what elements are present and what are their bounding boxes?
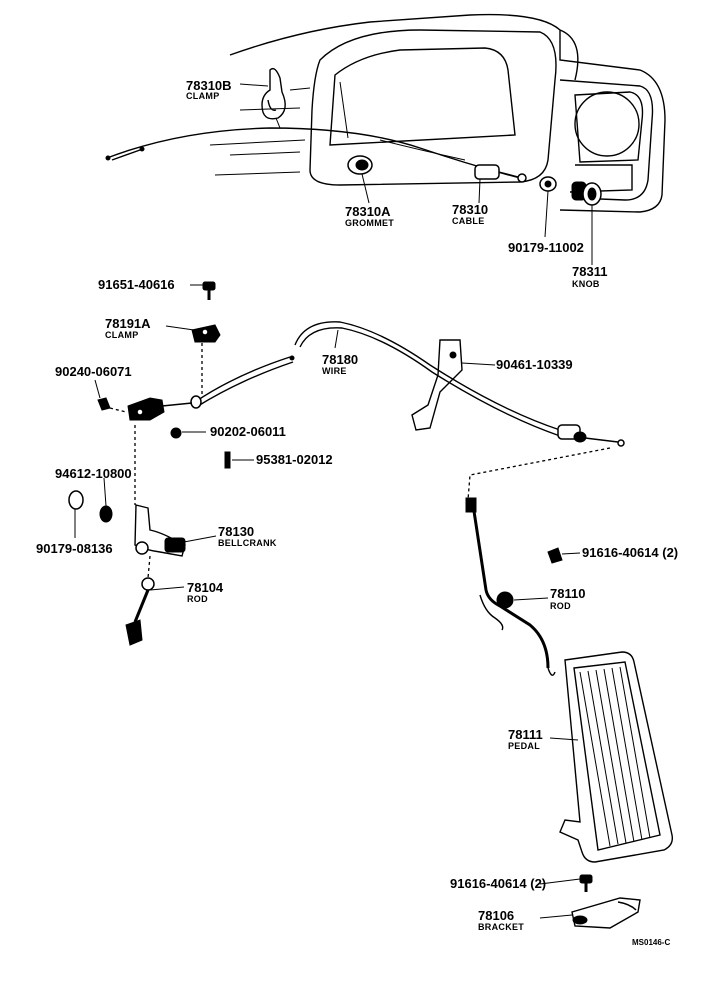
svg-text:94612-10800: 94612-10800 [55,466,132,481]
svg-text:BELLCRANK: BELLCRANK [218,538,277,548]
svg-text:90179-08136: 90179-08136 [36,541,113,556]
label-78310B: 78310B CLAMP [186,78,232,101]
label-90461-10339: 90461-10339 [496,357,573,372]
svg-text:78106: 78106 [478,908,514,923]
svg-text:78111: 78111 [508,727,543,742]
label-78310: 78310 CABLE [452,202,488,226]
svg-text:90179-11002: 90179-11002 [508,240,584,255]
svg-text:GROMMET: GROMMET [345,218,394,228]
svg-text:78191A: 78191A [105,316,151,331]
part-labels: 78310B CLAMP 78310A GROMMET 78310 CABLE … [36,78,678,947]
label-90202-06011: 90202-06011 [210,424,286,439]
label-90240-06071: 90240-06071 [55,364,132,379]
accelerator-wire-drawing [294,321,625,501]
svg-text:PEDAL: PEDAL [508,741,540,751]
svg-text:BRACKET: BRACKET [478,922,524,932]
pedal-assembly-drawing [465,497,674,929]
svg-text:ROD: ROD [550,601,571,611]
svg-text:78110: 78110 [550,586,585,601]
svg-text:90240-06071: 90240-06071 [55,364,132,379]
svg-text:90202-06011: 90202-06011 [210,424,286,439]
label-91616-40614-top: 91616-40614 (2) [582,545,678,560]
dashboard-illustration [209,13,666,213]
label-78106: 78106 BRACKET [478,908,524,932]
label-78111: 78111 PEDAL [508,727,543,751]
label-90179-11002: 90179-11002 [508,240,584,255]
label-78130: 78130 BELLCRANK [218,524,277,548]
label-91616-40614-bottom: 91616-40614 (2) [450,876,546,891]
svg-text:91616-40614 (2): 91616-40614 (2) [450,876,546,891]
label-78180: 78180 WIRE [322,352,358,376]
label-78191A: 78191A CLAMP [105,316,151,340]
svg-text:91651-40616: 91651-40616 [98,277,175,292]
throttle-linkage-drawing [68,281,295,646]
pedal-ribs [579,666,651,847]
svg-text:CABLE: CABLE [452,216,485,226]
label-78310A: 78310A GROMMET [345,204,394,228]
svg-text:91616-40614 (2): 91616-40614 (2) [582,545,678,560]
svg-text:78310: 78310 [452,202,488,217]
label-78104: 78104 ROD [187,580,224,604]
svg-text:90461-10339: 90461-10339 [496,357,573,372]
svg-text:78311: 78311 [572,264,607,279]
choke-cable-drawing [105,67,602,206]
label-94612-10800: 94612-10800 [55,466,132,481]
label-78110: 78110 ROD [550,586,585,611]
svg-text:KNOB: KNOB [572,279,600,289]
svg-text:78310A: 78310A [345,204,391,219]
leader-lines [74,83,593,919]
svg-text:78180: 78180 [322,352,358,367]
label-78311: 78311 KNOB [572,264,607,289]
svg-text:78104: 78104 [187,580,224,595]
label-95381-02012: 95381-02012 [256,452,333,467]
svg-text:CLAMP: CLAMP [105,330,139,340]
svg-text:WIRE: WIRE [322,366,347,376]
svg-text:78310B: 78310B [186,78,232,93]
svg-text:ROD: ROD [187,594,208,604]
label-91651-40616: 91651-40616 [98,277,175,292]
svg-text:95381-02012: 95381-02012 [256,452,333,467]
svg-text:CLAMP: CLAMP [186,91,220,101]
svg-text:78130: 78130 [218,524,254,539]
label-90179-08136: 90179-08136 [36,541,113,556]
figure-code: MS0146-C [632,938,670,947]
